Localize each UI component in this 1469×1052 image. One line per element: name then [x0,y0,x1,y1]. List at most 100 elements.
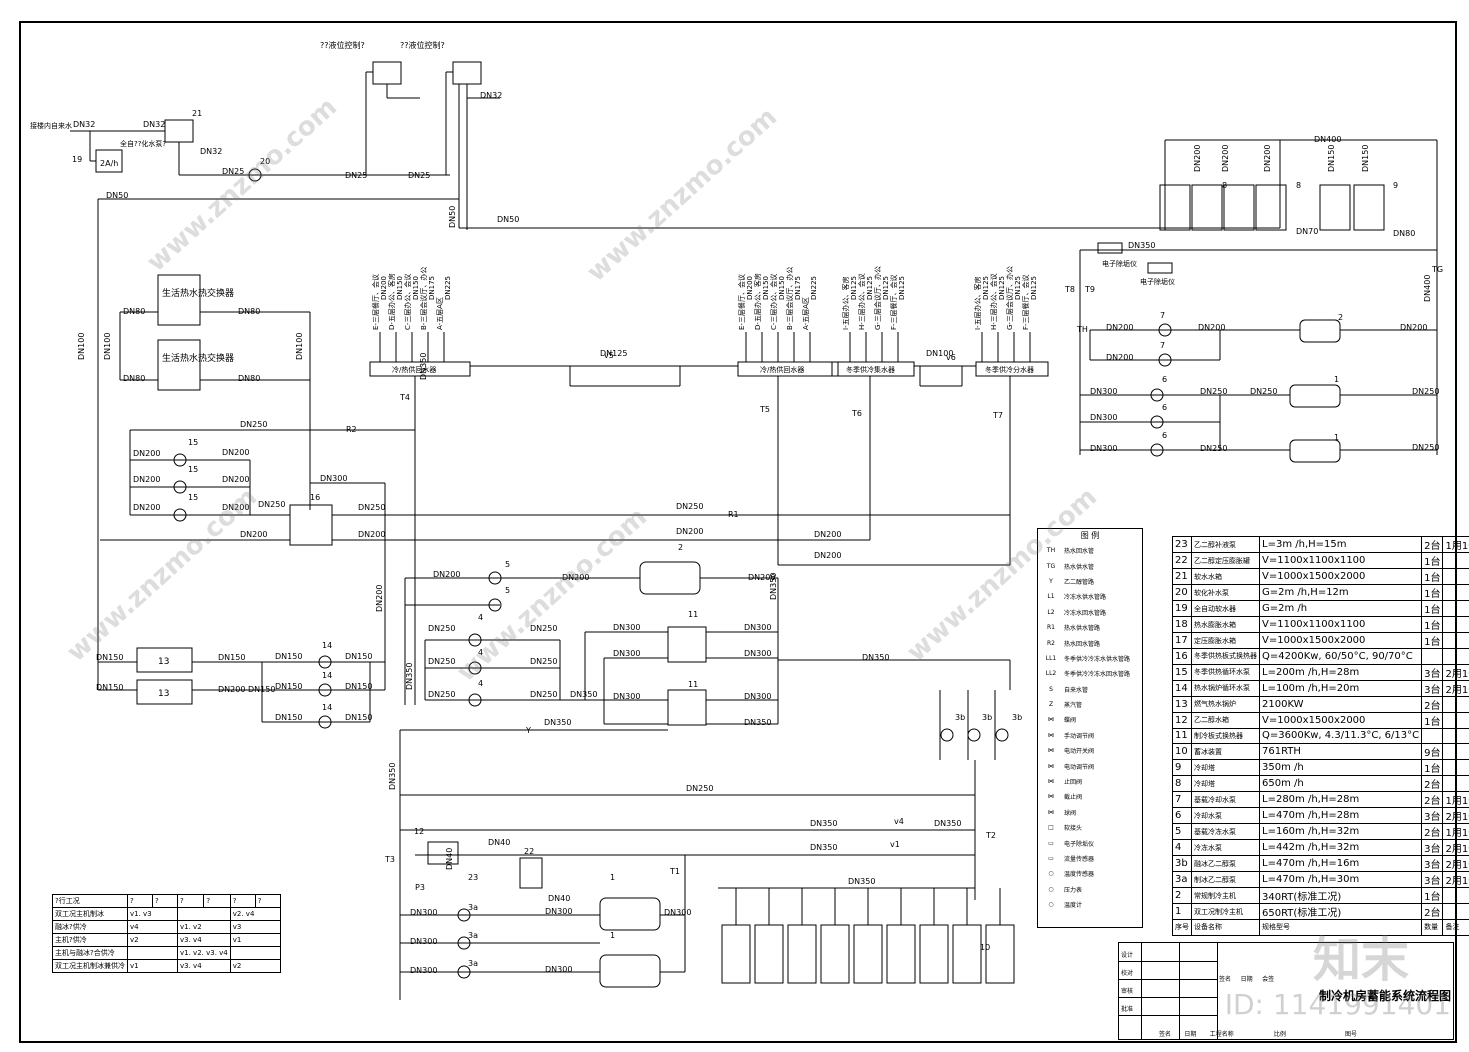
equipment-cell-no: 3b [1173,856,1192,872]
equipment-cell-qty: 9台 [1422,744,1443,760]
equipment-number: 3a [468,959,478,968]
equipment-cell-name: 冷却塔 [1192,776,1260,792]
equipment-number: 19 [72,155,82,164]
equipment-number: 3b [982,713,992,722]
legend-text: 热水供水管 [1064,562,1142,571]
equipment-cell-no: 20 [1173,585,1192,601]
branch-name-label: E-三层餐厅、会议 [737,274,746,330]
equipment-cell-name: 基载冷冻水泵 [1192,824,1260,840]
equipment-cell-qty [1422,728,1443,744]
operation-cell: v3. v4 [178,960,231,973]
dhw-exchanger-1 [158,275,200,325]
pipe-size-label: DN350 [934,819,961,828]
pipe-size-label: DN200 [1193,145,1202,172]
operation-cell: 融冰?供冷 [53,921,128,934]
operation-header-cell: ? [153,895,178,908]
legend-row: ▭流量传感器 [1038,851,1142,866]
branch-dn-label: DN125 [898,276,906,300]
branch-name-label: C-三层办公、会议 [403,274,412,330]
pipe-size-label: DN200 [1400,323,1427,332]
equipment-cell-no: 16 [1173,649,1192,665]
v4-label: v4 [894,817,904,826]
legend-symbol: S [1038,686,1064,693]
branch-dn-label: DN225 [810,276,818,300]
operation-cell: v4 [128,921,178,934]
dual-chiller-2-condenser [1290,440,1340,462]
branch-dn-label: DN150 [412,276,420,300]
title-block-footer: 签名 日期 工程名称 比例 图号 [1159,1029,1449,1038]
equipment-cell-spec: 650RT(标准工况) [1260,904,1422,920]
pipe-size-label: DN300 [410,908,437,917]
pipe-size-label: DN200 [133,503,160,512]
branch-name-label: H-三层办公、会议 [857,273,866,330]
branch-dn-label: DN225 [444,276,452,300]
legend-text: 热水回水管 [1064,546,1142,555]
equipment-cell-qty: 3台 [1422,840,1443,856]
equipment-number: 3b [955,713,965,722]
pipe-size-label: DN350 [810,819,837,828]
equipment-cell-note [1443,744,1469,760]
equipment-cell-qty: 1台 [1422,633,1443,649]
branch-dn-label: DN125 [882,276,890,300]
legend-row: ○温度计 [1038,897,1142,912]
branch-name-label: E-三层餐厅、会议 [371,274,380,330]
equipment-cell-qty: 3台 [1422,856,1443,872]
chiller-2-condenser [1300,320,1340,342]
pipe-size-label: DN200 [133,449,160,458]
operation-header-cell: ? [204,895,230,908]
equipment-cell-note [1443,553,1469,569]
branch-name-label: C-三层办公、会议 [769,274,778,330]
equipment-number: 1 [1334,433,1339,442]
equipment-cell-note [1443,649,1469,665]
equipment-cell-spec: 761RTH [1260,744,1422,760]
equipment-cell-no: 序号 [1173,920,1192,936]
legend-text: 冬季供冷冷冻水回水管路 [1064,669,1142,678]
tb-header-date: 日期 [1241,976,1253,983]
equipment-number: 23 [468,873,478,882]
branch-name-label: F-三层餐厅、会议 [1021,274,1030,330]
dhw-exchanger-1-label: 生活热水热交换器 [162,287,234,299]
equipment-cell-spec: 340RT(标准工况) [1260,888,1422,904]
cooling-tower-cell [1192,185,1222,230]
pipe-size-label: DN350 [419,353,428,380]
equipment-cell-spec: 650m /h [1260,776,1422,792]
operation-cell: v1 [128,960,178,973]
legend-text: 截止阀 [1064,792,1142,801]
equipment-number: 21 [192,109,202,118]
equipment-cell-note [1443,601,1469,617]
header-1-label: 冷/热供回水器 [392,365,436,374]
title-block-role-label: 设计 [1121,947,1133,965]
legend-row: ⋈球阀 [1038,805,1142,820]
city-water-label: 接楼内自来水 [30,121,72,130]
equipment-cell-no: 12 [1173,712,1192,728]
pipe-size-label: DN200 [1106,323,1133,332]
equipment-number: 7 [1160,311,1165,320]
tb-foot-sign: 签名 [1159,1031,1171,1038]
legend-text: 冷冻水供水管路 [1064,592,1142,601]
operation-cell: v3 [230,921,280,934]
pipe-size-label: DN100 [295,333,304,360]
v1-label: v1 [890,840,900,849]
plate-hx-2 [668,690,706,725]
equipment-cell-name: 设备名称 [1192,920,1260,936]
equipment-cell-spec: Q=4200Kw, 60/50°C, 90/70°C [1260,649,1422,665]
pipe-size-label: DN150 [275,713,302,722]
pipe-size-label: DN250 [1200,444,1227,453]
branch-name-label: H-三层办公、会议 [989,273,998,330]
cooling-tower-cell [1256,185,1286,230]
pipe-size-label: DN300 [613,692,640,701]
equipment-cell-note: 1用1备 [1443,537,1469,553]
equipment-cell-no: 1 [1173,904,1192,920]
equipment-cell-name: 制冷板式换热器 [1192,728,1260,744]
legend-symbol: ⋈ [1038,809,1064,816]
operation-cell: v2 [230,960,280,973]
equipment-cell-name: 乙二醇定压膨胀罐 [1192,553,1260,569]
branch-dn-label: DN150 [396,276,404,300]
